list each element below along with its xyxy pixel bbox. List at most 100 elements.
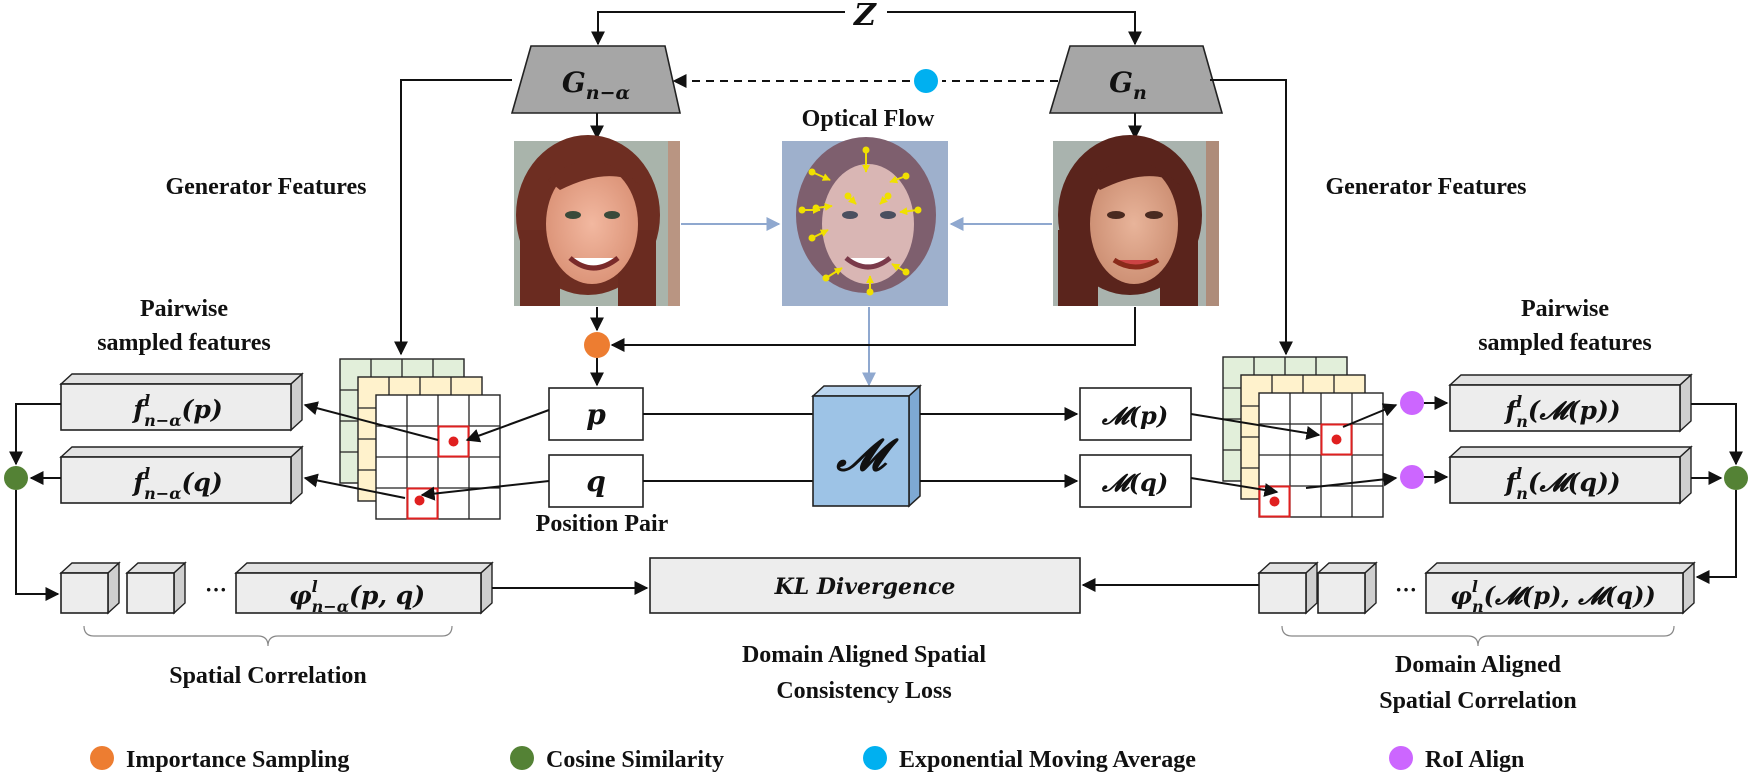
flow-vector-arrow bbox=[889, 175, 907, 184]
map-left-sample-point-1 bbox=[414, 495, 425, 506]
feat-right-q-sub: n bbox=[1516, 484, 1528, 503]
cos-right-to-phi-arrow bbox=[1695, 490, 1737, 584]
mp-label: 𝓜(p) bbox=[1101, 401, 1168, 430]
z-label: Z bbox=[853, 0, 877, 33]
ellipsis-right: ··· bbox=[1395, 577, 1417, 602]
svg-text:fln(𝓜(p)): fln(𝓜(p)) bbox=[1503, 392, 1620, 431]
p-to-map-arrow bbox=[465, 409, 550, 443]
feat-left-p-sup: l bbox=[144, 391, 150, 410]
cos-left-to-phi-arrow bbox=[15, 490, 60, 601]
feat-left-p-sub: n−α bbox=[144, 411, 181, 430]
roi-align-dot-q bbox=[1400, 465, 1424, 489]
roi-align-dot-p bbox=[1400, 391, 1424, 415]
gen-right-main: G bbox=[1109, 66, 1133, 99]
aligned-correlation-line2: Spatial Correlation bbox=[1379, 688, 1577, 714]
feat-right-p-sub: n bbox=[1516, 412, 1528, 431]
generator-features-left-label: Generator Features bbox=[165, 174, 366, 200]
flow-vector-arrow bbox=[899, 207, 919, 216]
spatial-correlation-label: Spatial Correlation bbox=[169, 663, 367, 689]
map-right-sample-point-1 bbox=[1269, 496, 1280, 507]
svg-text:φln−α(p, q): φln−α(p, q) bbox=[289, 577, 425, 616]
loss-label-line1: Domain Aligned Spatial bbox=[742, 642, 986, 668]
pairwise-right-line2: sampled features bbox=[1478, 330, 1652, 356]
map-left-sample-point-0 bbox=[448, 436, 459, 447]
spatial-cube-right-1 bbox=[1257, 561, 1319, 615]
q-to-map-arrow bbox=[420, 480, 550, 501]
phi-left-sub: n−α bbox=[312, 597, 349, 616]
flow-vector-arrow bbox=[815, 202, 833, 211]
mq-to-map-arrow bbox=[1190, 477, 1279, 497]
feat-left-p-arg: (p) bbox=[182, 395, 223, 424]
z-to-gen-left-arrow bbox=[591, 11, 845, 46]
ellipsis-left: ··· bbox=[205, 577, 227, 602]
feat-right-p-base: f bbox=[1503, 396, 1520, 425]
phi-right-arg: (𝓜(p), 𝓜(q)) bbox=[1484, 581, 1656, 610]
feat-right-p-to-cos-arrow bbox=[1691, 403, 1743, 466]
gen-right-sub: n bbox=[1133, 82, 1147, 104]
feat-right-p-sup: l bbox=[1516, 392, 1522, 411]
legend-dot-roi-align bbox=[1389, 746, 1413, 770]
kl-divergence-box bbox=[649, 557, 1081, 614]
legend: Importance Sampling Cosine Similarity Ex… bbox=[90, 746, 1524, 773]
face-image-optical-flow bbox=[782, 137, 948, 306]
legend-label-exponential-moving-average: Exponential Moving Average bbox=[899, 747, 1196, 773]
face-image-right bbox=[1053, 135, 1219, 306]
ema-dot bbox=[914, 69, 938, 93]
map-to-feat-left-q-arrow bbox=[303, 473, 406, 499]
importance-sampling-dot bbox=[584, 332, 610, 358]
svg-text:φln(𝓜(p), 𝓜(q)): φln(𝓜(p), 𝓜(q)) bbox=[1450, 577, 1656, 616]
map-right-sample-point-0 bbox=[1331, 434, 1342, 445]
mq-box bbox=[1079, 454, 1192, 508]
flow-vector-arrow bbox=[879, 195, 889, 205]
aligned-correlation-line1: Domain Aligned bbox=[1395, 652, 1562, 678]
p-label: p bbox=[586, 398, 606, 431]
gen-right-features-arrow bbox=[1210, 79, 1293, 356]
mp-box bbox=[1079, 387, 1192, 441]
phi-left-arg: (p, q) bbox=[349, 581, 425, 610]
image-right-to-sampling-arrow bbox=[610, 307, 1136, 352]
feat-left-p-base: f bbox=[131, 395, 148, 424]
mp-to-map-arrow bbox=[1190, 413, 1321, 440]
svg-text:fln−α(q): fln−α(q) bbox=[131, 464, 222, 503]
loss-label-line2: Consistency Loss bbox=[776, 678, 951, 704]
map-to-roi-p-arrow bbox=[1342, 403, 1398, 428]
feat-left-q-sub: n−α bbox=[144, 484, 181, 503]
map-to-feat-left-p-arrow bbox=[303, 401, 439, 441]
generator-right: Gn bbox=[1048, 45, 1224, 114]
spatial-cube-right-2 bbox=[1316, 561, 1378, 615]
map-right-sample-box-0 bbox=[1320, 423, 1353, 456]
mq-label: 𝓜(q) bbox=[1101, 468, 1168, 497]
feat-right-q-sup: l bbox=[1516, 464, 1522, 483]
pairwise-right-line1: Pairwise bbox=[1521, 296, 1609, 322]
pairwise-left-line1: Pairwise bbox=[140, 296, 228, 322]
svg-text:fln(𝓜(q)): fln(𝓜(q)) bbox=[1503, 464, 1620, 503]
phi-right-sub: n bbox=[1472, 597, 1484, 616]
z-to-gen-right-arrow bbox=[887, 11, 1142, 46]
m-warp-block: 𝓜 bbox=[811, 384, 922, 508]
p-box bbox=[548, 387, 644, 441]
feat-left-q-arg: (q) bbox=[182, 468, 223, 497]
legend-dot-importance-sampling bbox=[90, 746, 114, 770]
feature-map-left bbox=[339, 358, 501, 520]
feat-right-q-arg: (𝓜(q)) bbox=[1528, 468, 1621, 497]
spatial-cube-left-2 bbox=[125, 561, 187, 615]
gen-left-features-arrow bbox=[394, 79, 512, 356]
phi-left-base: φ bbox=[289, 581, 312, 610]
feat-right-q-base: f bbox=[1503, 468, 1520, 497]
svg-text:fln−α(p): fln−α(p) bbox=[131, 391, 222, 430]
flow-vector-arrow bbox=[811, 171, 831, 181]
map-to-roi-q-arrow bbox=[1305, 472, 1398, 489]
spatial-correlation-brace bbox=[83, 625, 453, 647]
flow-vector-arrow bbox=[891, 263, 907, 273]
legend-label-importance-sampling: Importance Sampling bbox=[126, 747, 349, 773]
flow-vector-arrow bbox=[825, 267, 843, 279]
phi-right-base: φ bbox=[1450, 581, 1472, 610]
q-label: q bbox=[586, 465, 606, 498]
feat-left-q-sup: l bbox=[144, 464, 150, 483]
